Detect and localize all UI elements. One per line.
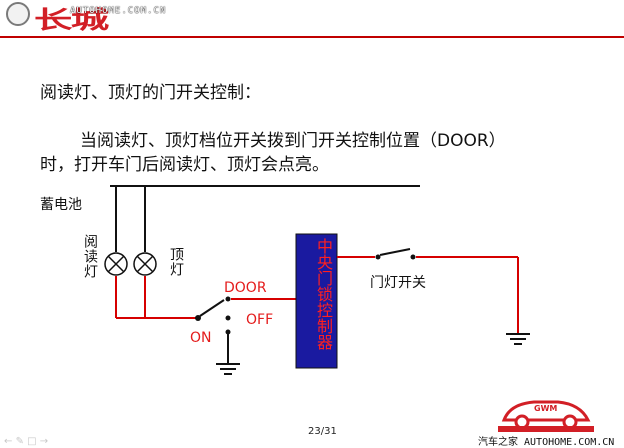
- switch-blade-icon: [199, 299, 225, 317]
- dome-lamp-icon: [133, 252, 157, 276]
- section-title: 阅读灯、顶灯的门开关控制：: [40, 83, 261, 103]
- door-switch-blade-icon: [379, 248, 411, 256]
- brand-name: 长城: [34, 6, 109, 34]
- door-position-label: DOOR: [224, 280, 267, 296]
- watermark-bottom: 汽车之家 AUTOHOME.COM.CN: [478, 437, 615, 448]
- ground-icon-right: [506, 333, 530, 345]
- brand-logo: 长城: [4, 2, 184, 34]
- switch-door-terminal: [225, 296, 231, 302]
- ground-icon-left: [216, 363, 240, 375]
- on-position-label: ON: [190, 330, 212, 346]
- pen-icon[interactable]: ✎: [15, 436, 24, 447]
- badge-text: GWM: [534, 404, 558, 413]
- door-switch-terminal-right: [410, 254, 416, 260]
- switch-common-terminal: [195, 315, 201, 321]
- prev-slide-icon[interactable]: ←: [4, 436, 13, 447]
- slide-nav-icons[interactable]: ← ✎ □ →: [4, 436, 48, 447]
- gwm-car-logo: [498, 400, 594, 432]
- paragraph-line-2: 时，打开车门后阅读灯、顶灯会点亮。: [40, 155, 329, 175]
- switch-off-terminal: [225, 315, 231, 321]
- central-lock-ecu: [295, 233, 338, 369]
- header-divider: [0, 36, 624, 38]
- reading-lamp-label: 阅读灯: [82, 234, 98, 279]
- battery-label: 蓄电池: [40, 197, 82, 213]
- reading-lamp-icon: [104, 252, 128, 276]
- next-slide-icon[interactable]: →: [39, 436, 49, 447]
- off-position-label: OFF: [246, 312, 274, 328]
- page-number: 23/31: [308, 426, 337, 437]
- paragraph-line-1: 当阅读灯、顶灯档位开关拨到门开关控制位置（DOOR）: [80, 131, 506, 151]
- door-switch-label: 门灯开关: [370, 275, 426, 291]
- logo-emblem-icon: [6, 2, 30, 26]
- ecu-label: 中央门锁控制器: [314, 238, 333, 350]
- watermark-top: AUTOHOME.COM.CN: [70, 6, 167, 16]
- menu-icon[interactable]: □: [27, 436, 37, 447]
- switch-on-terminal: [225, 329, 231, 335]
- slide-header: 长城 AUTOHOME.COM.CN: [0, 0, 624, 34]
- door-switch-terminal-left: [375, 254, 381, 260]
- dome-lamp-label: 顶灯: [168, 247, 184, 277]
